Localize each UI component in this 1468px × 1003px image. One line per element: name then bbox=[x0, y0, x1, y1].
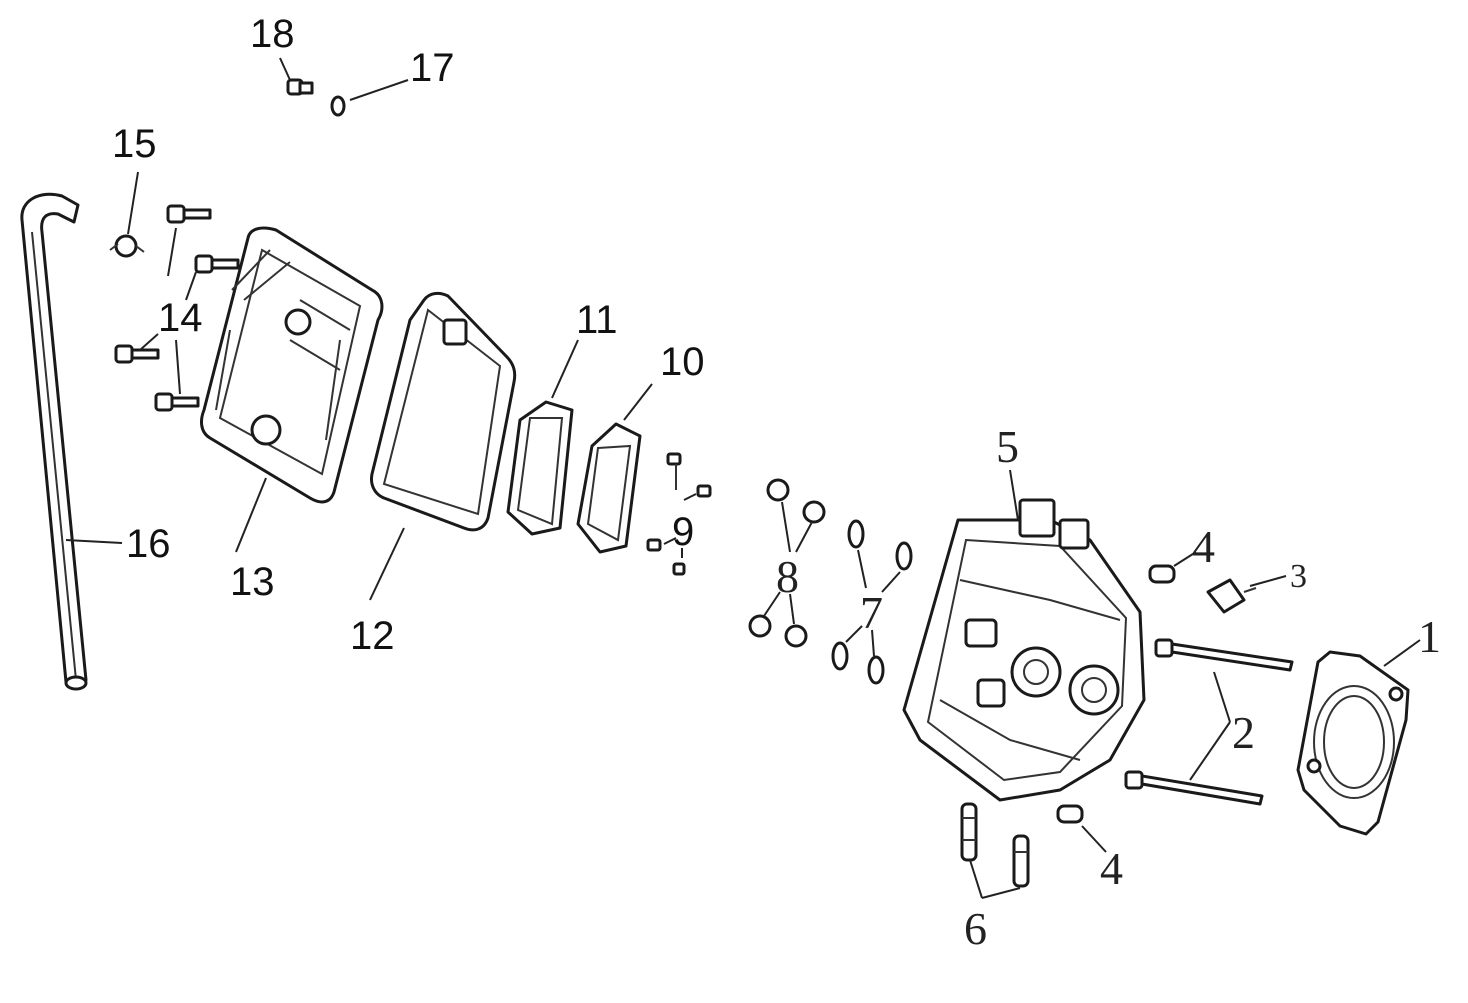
callout-6: 6 bbox=[964, 903, 987, 954]
callout-18: 18 bbox=[250, 12, 295, 56]
washers bbox=[831, 519, 913, 685]
callout-15: 15 bbox=[112, 122, 157, 166]
callout-9: 9 bbox=[672, 510, 695, 554]
cover-bolts bbox=[114, 204, 240, 412]
callout-4-upper: 4 bbox=[1192, 521, 1215, 572]
plate-gasket-10 bbox=[576, 383, 653, 554]
breather-hose bbox=[20, 192, 123, 691]
callout-4-lower: 4 bbox=[1100, 843, 1123, 894]
callout-5: 5 bbox=[996, 421, 1019, 472]
callout-1: 1 bbox=[1418, 611, 1441, 662]
head-cover bbox=[200, 226, 384, 553]
plate-gasket-11 bbox=[506, 339, 579, 536]
cylinder-head bbox=[902, 469, 1146, 802]
guide-pins bbox=[960, 802, 1030, 899]
callout-17: 17 bbox=[410, 46, 455, 90]
cylinder-gasket bbox=[1296, 639, 1421, 836]
hose-clip bbox=[109, 171, 145, 258]
callout-14: 14 bbox=[158, 296, 203, 340]
sensor-plug bbox=[1206, 575, 1287, 614]
callout-10: 10 bbox=[660, 340, 705, 384]
callout-16: 16 bbox=[126, 522, 171, 566]
callout-12: 12 bbox=[350, 614, 395, 658]
callout-11: 11 bbox=[576, 298, 618, 342]
cap-nuts bbox=[748, 478, 826, 648]
callout-3: 3 bbox=[1290, 558, 1307, 595]
callout-8: 8 bbox=[776, 551, 799, 602]
callout-2: 2 bbox=[1232, 707, 1255, 758]
studs bbox=[1124, 638, 1294, 806]
washer-and-bolt bbox=[279, 57, 409, 117]
cover-gasket bbox=[369, 291, 517, 601]
callout-13: 13 bbox=[230, 560, 275, 604]
small-bolts bbox=[646, 452, 712, 576]
dowel-pins bbox=[1056, 551, 1197, 853]
callout-7: 7 bbox=[860, 587, 883, 638]
